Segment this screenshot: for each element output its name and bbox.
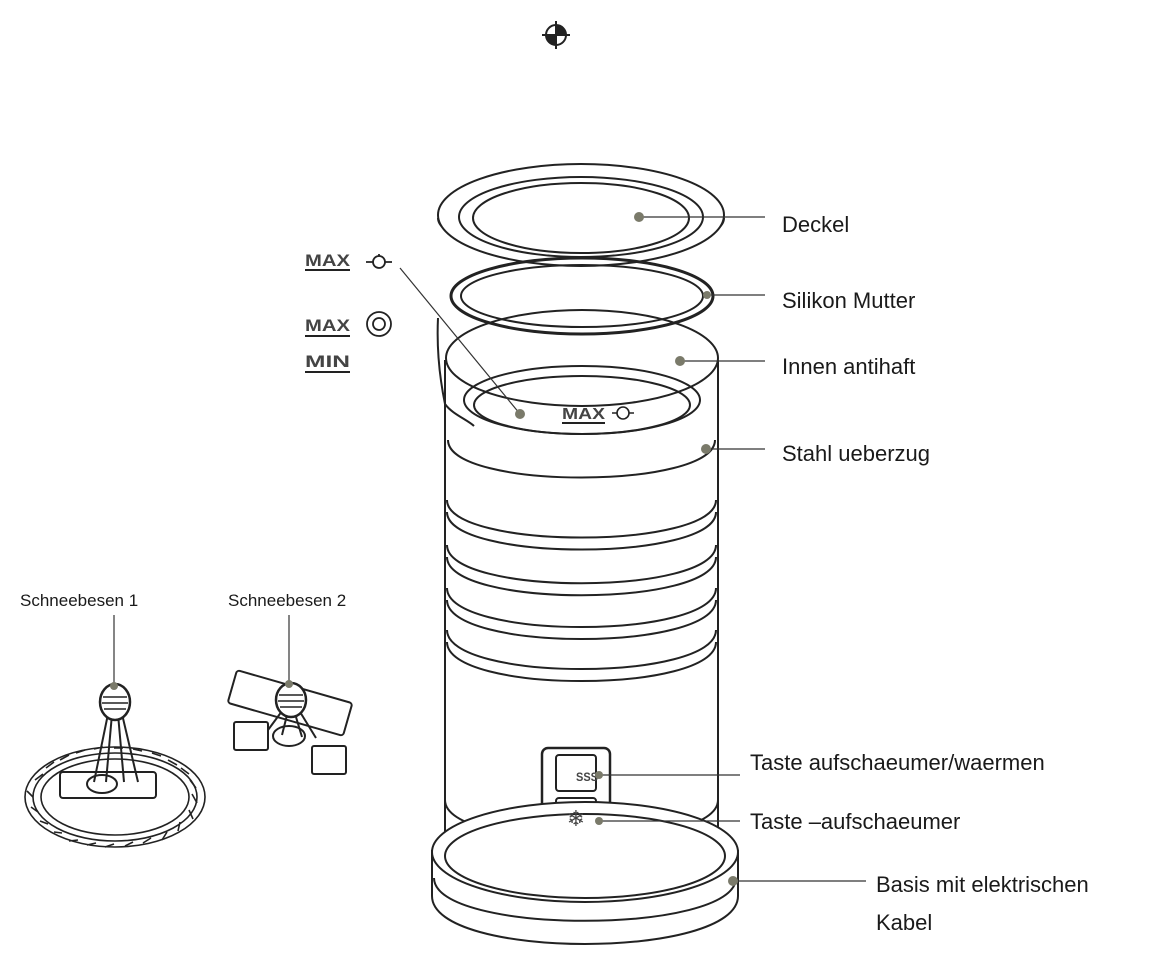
heat-button-glyph: SSS xyxy=(576,770,598,784)
max-inside-label: MAX xyxy=(562,406,605,423)
level-markings: MAX MAX MIN MAX SSS ❄ xyxy=(305,251,605,832)
max-inside-icon xyxy=(612,406,634,420)
label-deckel: Deckel xyxy=(782,212,850,237)
leader-dots xyxy=(110,212,738,886)
label-taste-aufschaeumer-waermen: Taste aufschaeumer/waermen xyxy=(750,750,1045,775)
spring-icon xyxy=(24,746,206,848)
label-taste-aufschaeumer: Taste –aufschaeumer xyxy=(750,809,961,834)
whisk-2 xyxy=(227,669,353,775)
min-label: MIN xyxy=(305,352,350,371)
label-schneebesen-1: Schneebesen 1 xyxy=(20,591,139,610)
foam-button-glyph: ❄ xyxy=(567,807,585,832)
label-basis-line2: Kabel xyxy=(876,910,933,935)
label-basis-line1: Basis mit elektrischen xyxy=(876,872,1089,897)
label-stahl-ueberzug: Stahl ueberzug xyxy=(782,441,930,466)
label-schneebesen-2: Schneebesen 2 xyxy=(228,591,347,610)
label-innen-antihaft: Innen antihaft xyxy=(782,354,916,379)
label-silikon-mutter: Silikon Mutter xyxy=(782,288,916,313)
whisk-1 xyxy=(24,682,206,848)
max-heat-icon xyxy=(366,311,392,337)
base xyxy=(431,801,739,945)
max-foam-icon xyxy=(366,254,392,269)
max-heat-label: MAX xyxy=(305,316,351,335)
registration-mark-icon xyxy=(542,21,570,49)
silicone-seal xyxy=(449,256,715,336)
max-foam-label: MAX xyxy=(305,251,351,270)
lid xyxy=(437,163,725,267)
jug-body xyxy=(436,309,719,860)
leader-lines xyxy=(113,216,866,882)
